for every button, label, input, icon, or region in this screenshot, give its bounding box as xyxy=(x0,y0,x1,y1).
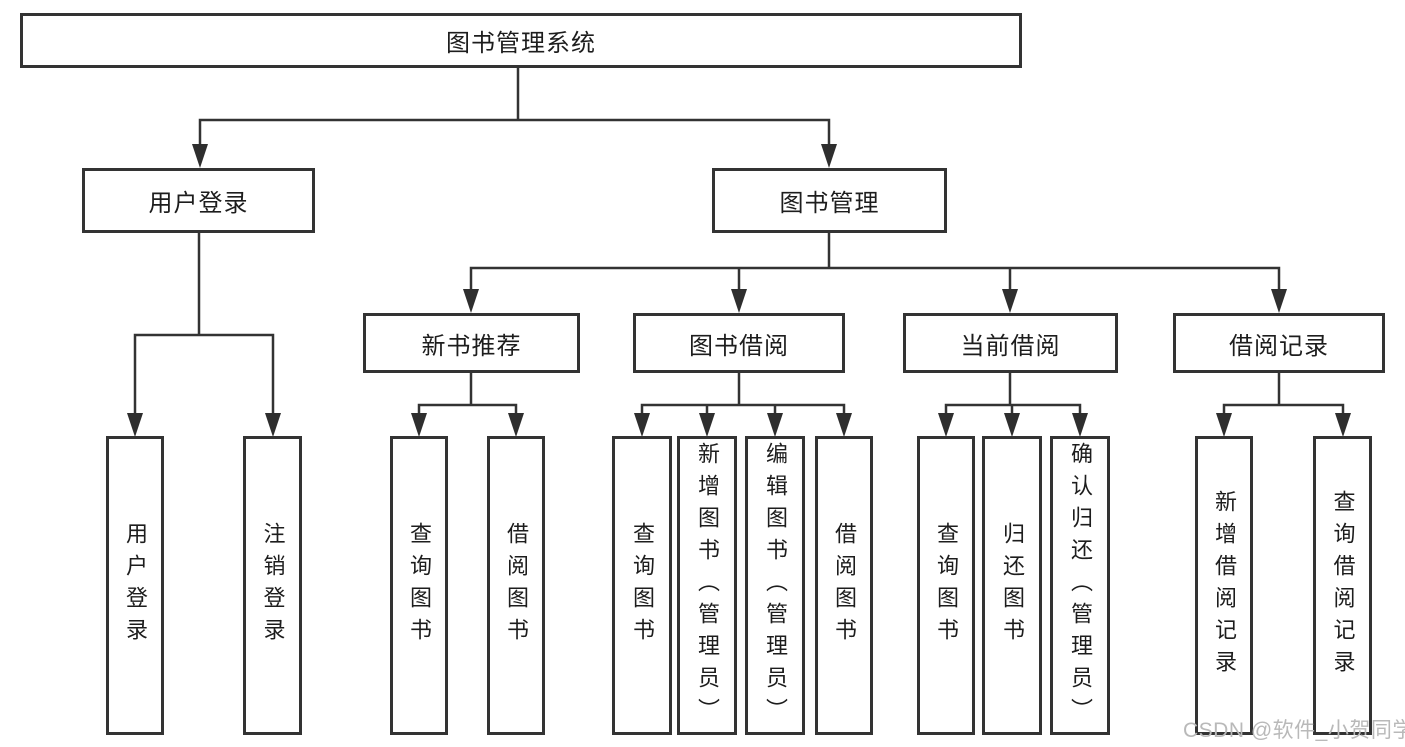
leaf-query-borrow-record: 查询借阅记录 xyxy=(1313,436,1372,735)
leaf-return-books: 归还图书 xyxy=(982,436,1042,735)
node-book-management-label: 图书管理 xyxy=(779,190,880,217)
edge-root-to-level2 xyxy=(198,66,831,148)
leaf-query-books-borrow-label: 查询图书 xyxy=(630,521,655,650)
leaf-borrow-books-label: 借阅图书 xyxy=(832,521,857,650)
node-book-borrow: 图书借阅 xyxy=(633,313,845,373)
arrowhead-icon xyxy=(127,413,143,437)
leaf-query-books-current-label: 查询图书 xyxy=(934,521,959,650)
leaf-edit-books-admin-label: 编辑图书（管理员） xyxy=(763,441,788,730)
leaf-user-login: 用户登录 xyxy=(106,436,164,735)
arrowhead-icon xyxy=(634,413,650,437)
leaf-add-borrow-record-label: 新增借阅记录 xyxy=(1212,489,1237,682)
leaf-confirm-return-admin: 确认归还（管理员） xyxy=(1050,436,1110,735)
arrowhead-icon xyxy=(1335,413,1351,437)
edge-borrow-records-to-leaves xyxy=(1222,371,1345,417)
arrowhead-icon xyxy=(1271,289,1287,313)
arrowhead-icon xyxy=(699,413,715,437)
arrowhead-icon xyxy=(1002,289,1018,313)
arrowhead-icon xyxy=(463,289,479,313)
leaf-user-login-label: 用户登录 xyxy=(123,521,148,650)
node-new-book-recommend-label: 新书推荐 xyxy=(421,332,522,360)
leaf-edit-books-admin: 编辑图书（管理员） xyxy=(745,436,805,735)
edge-user-login-to-leaves xyxy=(133,231,275,417)
arrowhead-icon xyxy=(938,413,954,437)
node-book-borrow-label: 图书借阅 xyxy=(689,332,789,360)
arrowhead-icon xyxy=(508,413,524,437)
leaf-confirm-return-admin-label: 确认归还（管理员） xyxy=(1068,441,1093,730)
node-borrow-records: 借阅记录 xyxy=(1173,313,1385,373)
leaf-add-books-admin-label: 新增图书（管理员） xyxy=(695,441,720,730)
node-book-management: 图书管理 xyxy=(712,168,947,233)
edge-current-borrow-to-leaves xyxy=(944,371,1082,417)
node-user-login: 用户登录 xyxy=(82,168,315,233)
csdn-watermark: CSDN @软件_小贺同学 xyxy=(1183,719,1405,742)
arrowhead-icon xyxy=(1216,413,1232,437)
leaf-query-books-recommend: 查询图书 xyxy=(390,436,448,735)
node-user-login-label: 用户登录 xyxy=(148,190,249,217)
edge-new-book-recommend-to-leaves xyxy=(417,371,518,417)
node-current-borrow: 当前借阅 xyxy=(903,313,1118,373)
leaf-add-books-admin: 新增图书（管理员） xyxy=(677,436,737,735)
leaf-borrow-books-recommend: 借阅图书 xyxy=(487,436,545,735)
arrowhead-icon xyxy=(265,413,281,437)
leaf-return-books-label: 归还图书 xyxy=(1000,521,1025,650)
arrowhead-icon xyxy=(192,144,208,168)
leaf-borrow-books-recommend-label: 借阅图书 xyxy=(504,521,529,650)
arrowhead-icon xyxy=(821,144,837,168)
arrowhead-icon xyxy=(731,289,747,313)
edge-book-management-to-level3 xyxy=(469,231,1281,293)
node-root-label: 图书管理系统 xyxy=(446,30,596,57)
leaf-logout: 注销登录 xyxy=(243,436,302,735)
leaf-add-borrow-record: 新增借阅记录 xyxy=(1195,436,1253,735)
edge-book-borrow-to-leaves xyxy=(640,371,846,417)
node-new-book-recommend: 新书推荐 xyxy=(363,313,580,373)
leaf-query-books-borrow: 查询图书 xyxy=(612,436,672,735)
leaf-borrow-books: 借阅图书 xyxy=(815,436,873,735)
leaf-query-borrow-record-label: 查询借阅记录 xyxy=(1330,489,1356,682)
node-root: 图书管理系统 xyxy=(20,13,1022,68)
arrowhead-icon xyxy=(767,413,783,437)
arrowhead-icon xyxy=(836,413,852,437)
node-borrow-records-label: 借阅记录 xyxy=(1229,332,1329,360)
leaf-query-books-current: 查询图书 xyxy=(917,436,975,735)
leaf-logout-label: 注销登录 xyxy=(260,521,286,650)
arrowhead-icon xyxy=(1072,413,1088,437)
arrowhead-icon xyxy=(1004,413,1020,437)
leaf-query-books-recommend-label: 查询图书 xyxy=(407,521,432,650)
arrowhead-icon xyxy=(411,413,427,437)
node-current-borrow-label: 当前借阅 xyxy=(960,332,1061,360)
